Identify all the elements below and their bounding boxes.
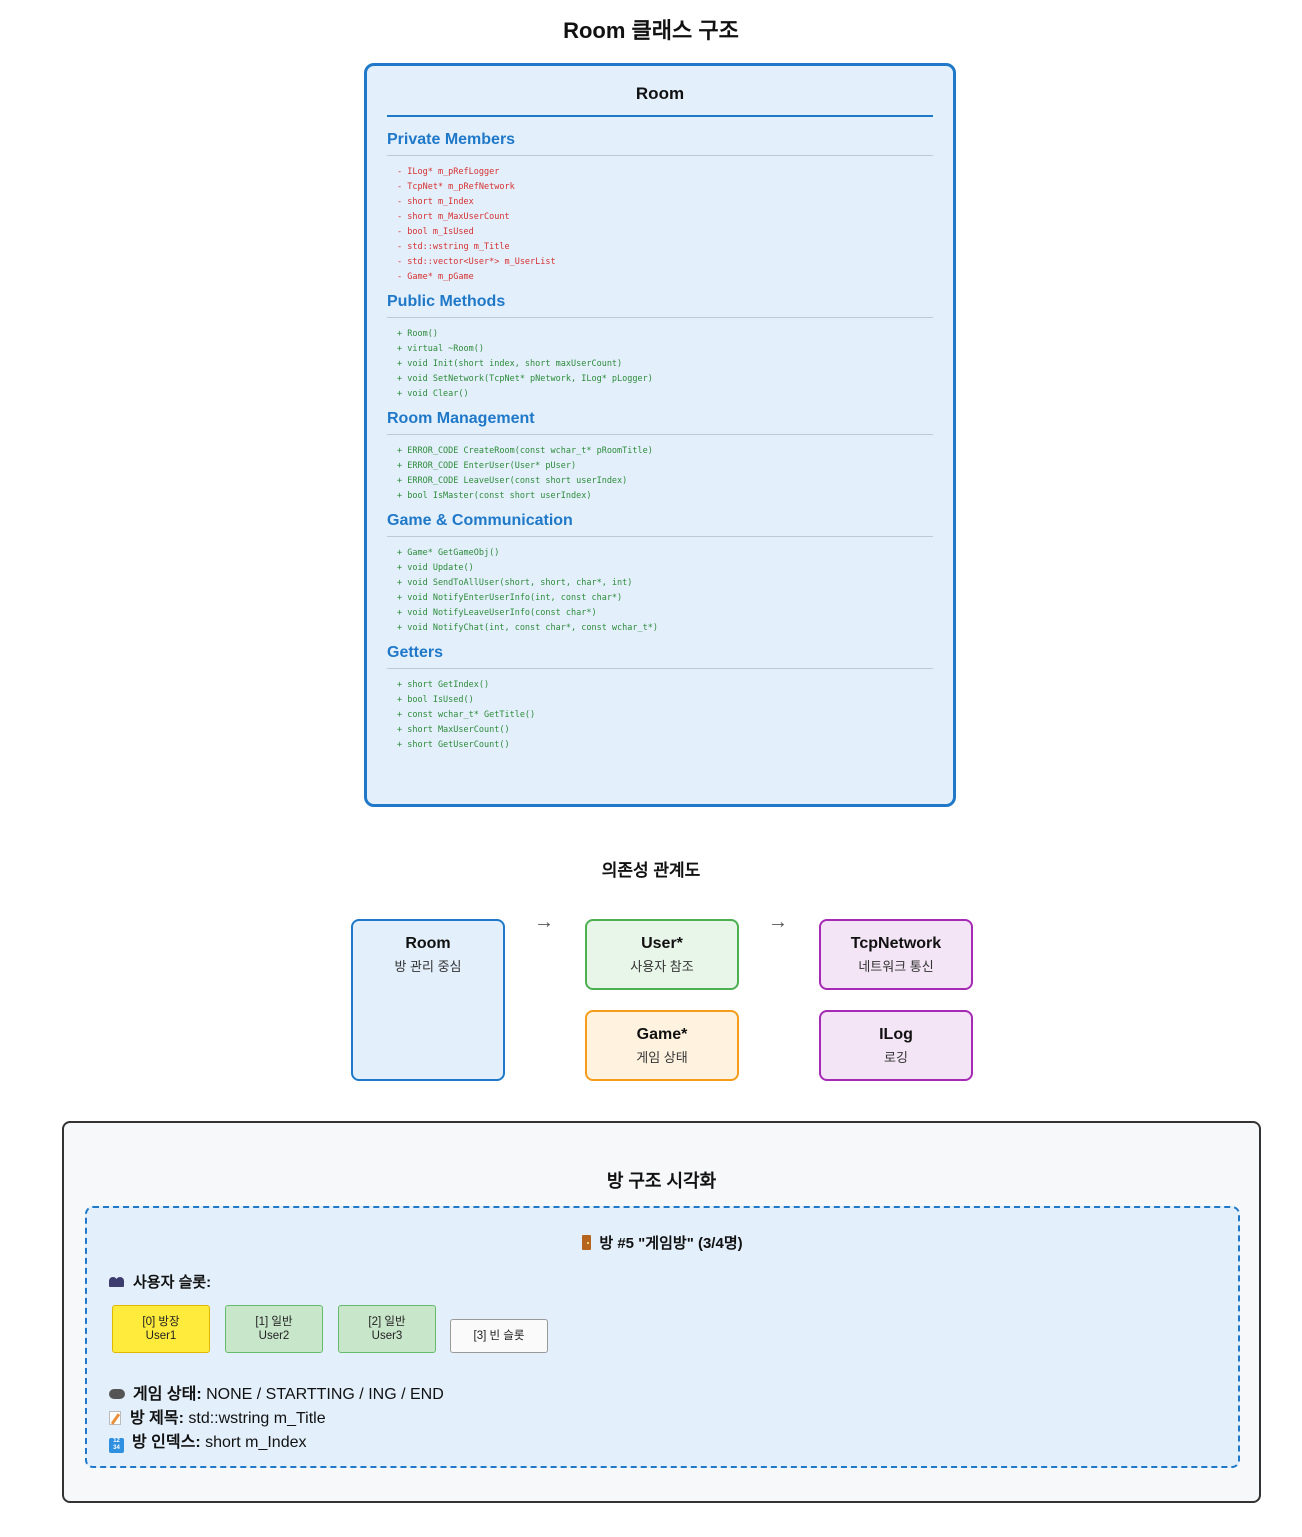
method-list: + ERROR_CODE CreateRoom(const wchar_t* p… [387, 444, 933, 504]
users-icon [109, 1276, 125, 1287]
class-name: Room [387, 84, 933, 117]
room-header: 방 #5 "게임방" (3/4명) [87, 1232, 1238, 1253]
info-game-state: 게임 상태: NONE / STARTTING / ING / END [109, 1380, 444, 1404]
node-name: TcpNetwork [850, 935, 942, 952]
info-label: 방 인덱스: [132, 1434, 201, 1451]
memo-icon [109, 1411, 121, 1425]
node-ilog: ILog 로깅 [819, 1010, 973, 1081]
node-name: Room [405, 935, 451, 952]
slot-role: [1] 일반 [255, 1316, 293, 1328]
room-header-text: 방 #5 "게임방" (3/4명) [599, 1235, 743, 1252]
slot-role: [2] 일반 [368, 1316, 406, 1328]
node-desc: 사용자 참조 [630, 959, 694, 974]
method-item: + Game* GetGameObj() [397, 548, 500, 558]
node-user: User* 사용자 참조 [585, 919, 739, 990]
info-label: 방 제목: [130, 1410, 184, 1427]
room-instance-box: 방 #5 "게임방" (3/4명) 사용자 슬롯: [0] 방장 User1 [… [85, 1206, 1240, 1468]
page-title: Room 클래스 구조 [563, 18, 739, 43]
member-item: - std::wstring m_Title [397, 242, 510, 252]
dependency-title: 의존성 관계도 [601, 861, 701, 880]
method-item: + void NotifyLeaveUserInfo(const char*) [397, 608, 597, 618]
method-item: + short MaxUserCount() [397, 725, 510, 735]
section-title: Room Management [387, 410, 933, 435]
info-room-title: 방 제목: std::wstring m_Title [109, 1404, 326, 1428]
node-desc: 로깅 [884, 1050, 908, 1065]
info-value: NONE / STARTTING / ING / END [201, 1386, 444, 1403]
node-desc: 방 관리 중심 [394, 959, 462, 974]
member-item: - TcpNet* m_pRefNetwork [397, 182, 515, 192]
section-title: Private Members [387, 131, 933, 156]
method-item: + void Init(short index, short maxUserCo… [397, 359, 623, 369]
member-item: - short m_Index [397, 197, 474, 207]
method-item: + virtual ~Room() [397, 344, 484, 354]
section-public-methods: Public Methods + Room() + virtual ~Room(… [387, 293, 933, 402]
method-item: + bool IsUsed() [397, 695, 474, 705]
method-item: + void Clear() [397, 389, 469, 399]
method-item: + bool IsMaster(const short userIndex) [397, 491, 592, 501]
user-slot: [2] 일반 User3 [338, 1305, 436, 1353]
node-name: User* [641, 935, 683, 952]
method-item: + void NotifyChat(int, const char*, cons… [397, 623, 658, 633]
member-item: - std::vector<User*> m_UserList [397, 257, 556, 267]
section-room-management: Room Management + ERROR_CODE CreateRoom(… [387, 410, 933, 504]
slots-label-text: 사용자 슬롯: [133, 1274, 212, 1291]
node-name: ILog [879, 1026, 913, 1043]
method-item: + void Update() [397, 563, 474, 573]
visualization-title: 방 구조 시각화 [606, 1171, 717, 1191]
slot-role: [0] 방장 [142, 1316, 180, 1328]
room-class-box: Room Private Members - ILog* m_pRefLogge… [364, 63, 956, 807]
method-item: + Room() [397, 329, 438, 339]
info-value: std::wstring m_Title [183, 1410, 326, 1427]
method-item: + short GetUserCount() [397, 740, 510, 750]
section-title: Public Methods [387, 293, 933, 318]
node-room: Room 방 관리 중심 [351, 919, 505, 1081]
node-name: Game* [636, 1026, 688, 1043]
node-game: Game* 게임 상태 [585, 1010, 739, 1081]
section-title: Game & Communication [387, 512, 933, 537]
node-desc: 네트워크 통신 [858, 959, 934, 974]
method-item: + void SendToAllUser(short, short, char*… [397, 578, 633, 588]
slots-label: 사용자 슬롯: [109, 1271, 211, 1292]
member-list: - ILog* m_pRefLogger - TcpNet* m_pRefNet… [387, 165, 933, 285]
info-value: short m_Index [200, 1434, 307, 1451]
slot-user: User3 [371, 1330, 403, 1342]
member-item: - Game* m_pGame [397, 272, 474, 282]
section-getters: Getters + short GetIndex() + bool IsUsed… [387, 644, 933, 753]
method-list: + Game* GetGameObj() + void Update() + v… [387, 546, 933, 636]
method-item: + short GetIndex() [397, 680, 490, 690]
method-item: + const wchar_t* GetTitle() [397, 710, 536, 720]
gamepad-icon [109, 1389, 125, 1399]
arrow-right-icon: → [534, 911, 554, 933]
user-slot: [1] 일반 User2 [225, 1305, 323, 1353]
slot-role: [3] 빈 슬롯 [473, 1330, 525, 1342]
user-slot-empty: [3] 빈 슬롯 [450, 1319, 548, 1353]
member-item: - short m_MaxUserCount [397, 212, 510, 222]
section-game-communication: Game & Communication + Game* GetGameObj(… [387, 512, 933, 636]
method-item: + void SetNetwork(TcpNet* pNetwork, ILog… [397, 374, 653, 384]
slot-user: User1 [145, 1330, 177, 1342]
method-item: + ERROR_CODE CreateRoom(const wchar_t* p… [397, 446, 653, 456]
arrow-right-icon: → [768, 911, 788, 933]
node-tcpnetwork: TcpNetwork 네트워크 통신 [819, 919, 973, 990]
method-list: + Room() + virtual ~Room() + void Init(s… [387, 327, 933, 402]
member-item: - ILog* m_pRefLogger [397, 167, 500, 177]
method-item: + ERROR_CODE EnterUser(User* pUser) [397, 461, 577, 471]
user-slot-master: [0] 방장 User1 [112, 1305, 210, 1353]
section-title: Getters [387, 644, 933, 669]
method-item: + void NotifyEnterUserInfo(int, const ch… [397, 593, 623, 603]
door-icon [582, 1235, 592, 1250]
node-desc: 게임 상태 [636, 1050, 688, 1065]
slot-user: User2 [258, 1330, 290, 1342]
room-visualization-panel: 방 구조 시각화 방 #5 "게임방" (3/4명) 사용자 슬롯: [0] 방… [62, 1121, 1261, 1503]
member-item: - bool m_IsUsed [397, 227, 474, 237]
info-label: 게임 상태: [133, 1386, 202, 1403]
section-private-members: Private Members - ILog* m_pRefLogger - T… [387, 131, 933, 285]
method-item: + ERROR_CODE LeaveUser(const short userI… [397, 476, 628, 486]
method-list: + short GetIndex() + bool IsUsed() + con… [387, 678, 933, 753]
